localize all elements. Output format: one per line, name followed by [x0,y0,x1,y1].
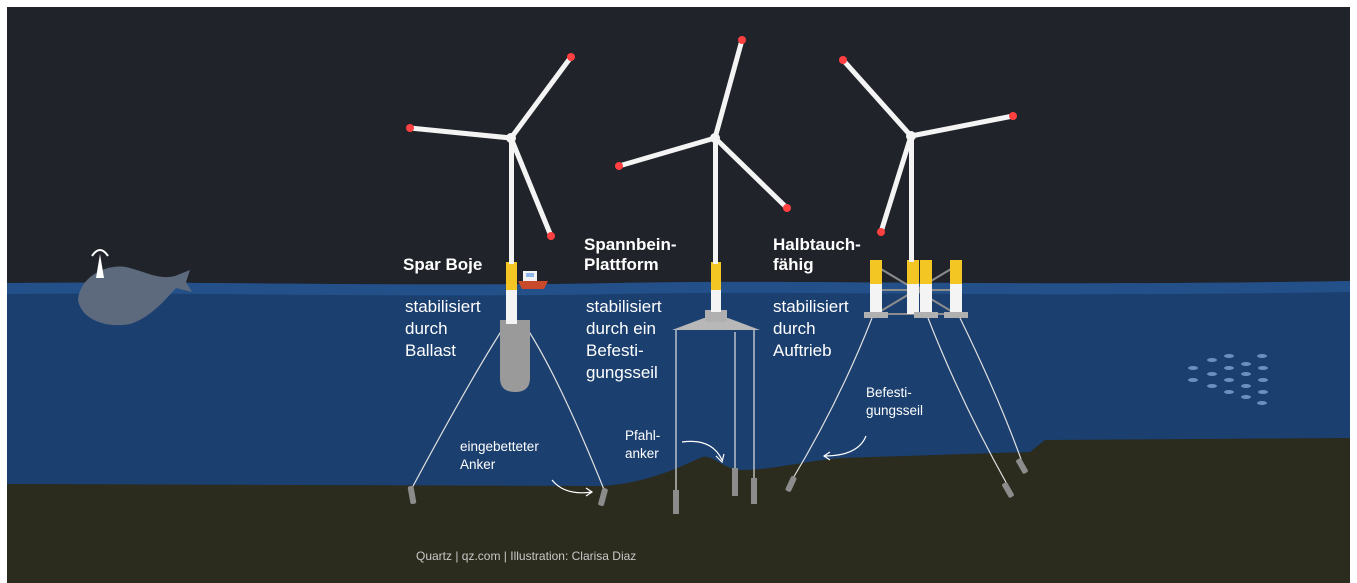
spar-buoy-blades [407,54,574,239]
whale-icon [78,249,192,326]
embedded-anchor-label: eingebetteter Anker [460,439,539,472]
semi-submersible-turbine [785,56,1028,498]
credit-line: Quartz | qz.com | Illustration: Clarisa … [416,549,637,563]
tension-leg-description: stabilisiert durch ein Befesti- gungssei… [586,297,662,382]
tension-leg-platform-base [672,318,760,330]
support-boat-icon [518,271,548,289]
annotation-arrows [551,435,867,497]
spar-buoy-turbine [406,53,608,507]
pile-anchor-label: Pfahl- anker [625,428,661,461]
tension-leg-float [711,262,721,312]
tension-leg-turbine [615,36,791,514]
tension-leg-title: Spannbein- Plattform [584,235,677,274]
semi-submersible-description: stabilisiert durch Auftrieb [773,297,849,360]
semi-submersible-tower [909,140,914,262]
spar-buoy-warning-lights [406,53,575,240]
pile-anchor [673,490,679,514]
mooring-line-label: Befesti- gungsseil [866,385,924,418]
semi-submersible-mooring-lines [791,317,1023,487]
anchor-arrow [551,479,593,494]
tension-leg-tendons [675,330,755,494]
pile-anchor-arrow [681,440,723,461]
tension-leg-tower [713,140,718,264]
fish-school-icon [1188,354,1268,405]
ocean-surface [7,281,1350,296]
semi-submersible-blades [840,57,1016,235]
spar-buoy-ballast [500,320,530,392]
tension-leg-warning-lights [615,36,791,212]
spar-buoy-anchor-left [407,485,417,505]
spar-buoy-title: Spar Boje [403,255,483,274]
spar-buoy-description: stabilisiert durch Ballast [405,297,481,360]
semi-submersible-warning-lights [839,56,1017,236]
spar-buoy-mooring-lines [411,329,606,493]
mooring-line-arrow [823,435,867,457]
tension-leg-blades [616,37,790,211]
semi-submersible-title: Halbtauch- fähig [773,235,861,274]
spar-buoy-tower [509,140,514,264]
semi-submersible-columns [864,260,968,318]
spar-buoy-anchor-right [598,487,608,507]
